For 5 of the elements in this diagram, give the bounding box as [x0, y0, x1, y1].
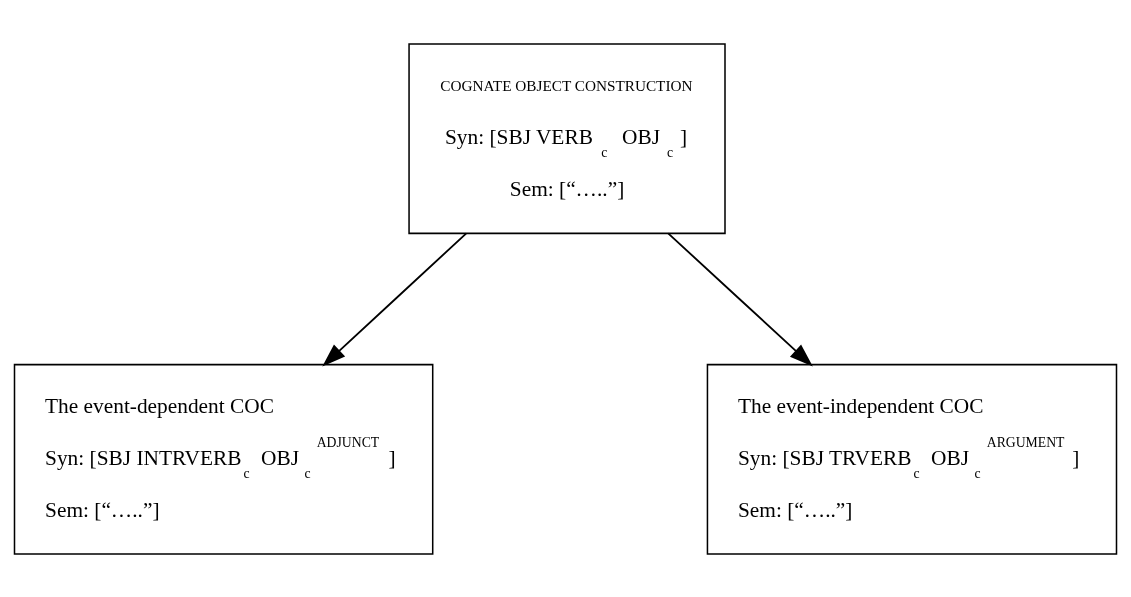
node-box: The event-independent COC Syn: [SBJ TRVERBc OBJcARGUMENT] Sem: [“…..”]: [706, 363, 1118, 555]
arrow: [322, 231, 468, 366]
node-box: The event-dependent COC Syn: [SBJ INTRVERBc OBJcADJUNCT] Sem: [“…..”]: [13, 363, 434, 555]
node-box: COGNATE OBJECT CONSTRUCTION Syn: [SBJ VERBc OBJc] Sem: [“…..”]: [408, 42, 726, 234]
arrow: [667, 231, 813, 366]
